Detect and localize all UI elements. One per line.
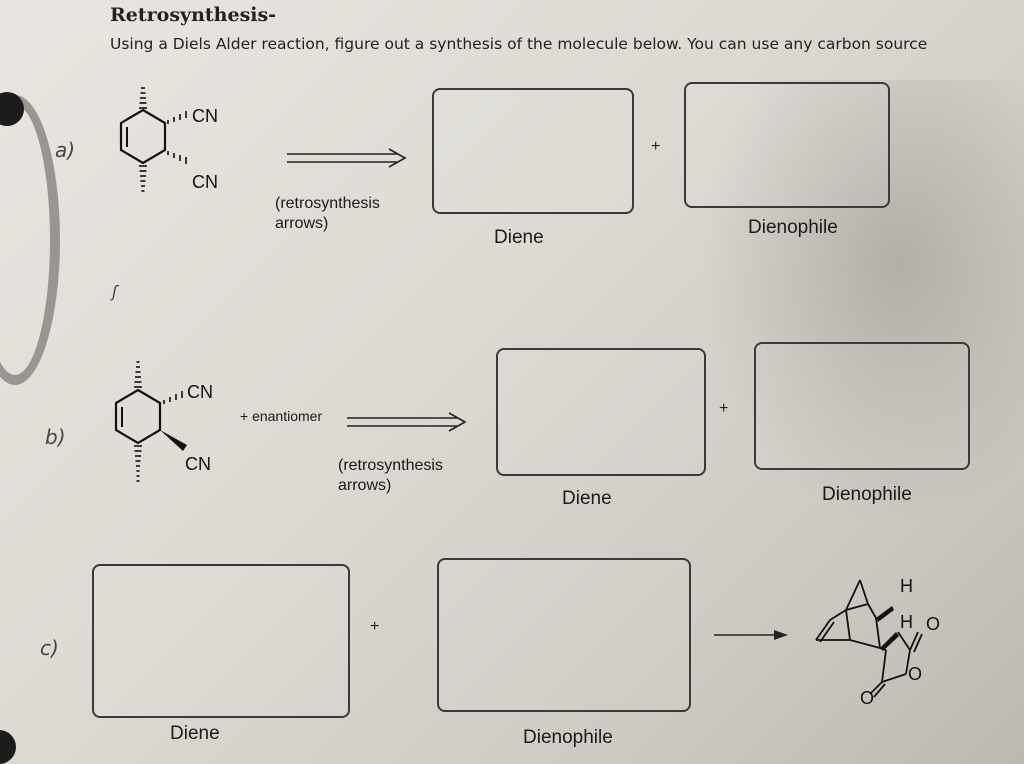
stray-pencil-mark: ʃ xyxy=(112,282,118,301)
problem-b-dienophile-label: Dienophile xyxy=(822,484,912,505)
problem-b-retro-arrow xyxy=(347,412,467,432)
problem-c-plus: + xyxy=(370,618,380,635)
problem-a-retro-arrow xyxy=(287,148,407,168)
problem-a-marker: a) xyxy=(55,138,76,162)
problem-a-diene-box[interactable] xyxy=(432,88,634,214)
binder-hole-bottom xyxy=(0,730,16,764)
product-atom-o-bottom: O xyxy=(860,688,874,708)
product-atom-o-ring: O xyxy=(908,664,922,684)
problem-a-diene-label: Diene xyxy=(494,227,544,248)
problem-a-dienophile-box[interactable] xyxy=(684,82,890,208)
problem-b-arrow-note: (retrosynthesis arrows) xyxy=(338,457,443,494)
problem-b-plus: + xyxy=(719,400,729,417)
problem-c-dienophile-box[interactable] xyxy=(437,558,691,712)
problem-c-diene-box[interactable] xyxy=(92,564,350,718)
product-atom-h-top: H xyxy=(900,576,913,596)
problem-c-forward-arrow xyxy=(714,630,788,640)
problem-a-plus: + xyxy=(651,138,661,155)
problem-a-arrow-note: (retrosynthesis arrows) xyxy=(275,195,380,232)
problem-b-diene-box[interactable] xyxy=(496,348,706,476)
product-atom-h-lower: H xyxy=(900,612,913,632)
binder-ring xyxy=(0,95,60,385)
instructions: Using a Diels Alder reaction, figure out… xyxy=(110,35,928,53)
problem-b-diene-label: Diene xyxy=(562,488,612,509)
problem-b-marker: b) xyxy=(45,425,66,449)
problem-c-dienophile-label: Dienophile xyxy=(523,727,613,748)
problem-c-product-molecule: H H O O O xyxy=(815,576,940,708)
problem-a-dienophile-label: Dienophile xyxy=(748,217,838,238)
problem-c-marker: c) xyxy=(40,636,59,660)
problem-b-enantiomer-note: + enantiomer xyxy=(240,408,323,424)
problem-b-cn-bottom: CN xyxy=(185,454,211,474)
problem-a-molecule: CN CN xyxy=(119,87,218,192)
product-atom-o-carbonyl: O xyxy=(926,614,940,634)
problem-b-dienophile-box[interactable] xyxy=(754,342,970,470)
page-title: Retrosynthesis- xyxy=(110,4,277,26)
problem-a-cn-bottom: CN xyxy=(192,172,218,192)
problem-c-diene-label: Diene xyxy=(170,723,220,744)
problem-b-cn-top: CN xyxy=(187,382,213,402)
problem-a-cn-top: CN xyxy=(192,106,218,126)
problem-b-molecule: CN CN xyxy=(114,361,213,482)
